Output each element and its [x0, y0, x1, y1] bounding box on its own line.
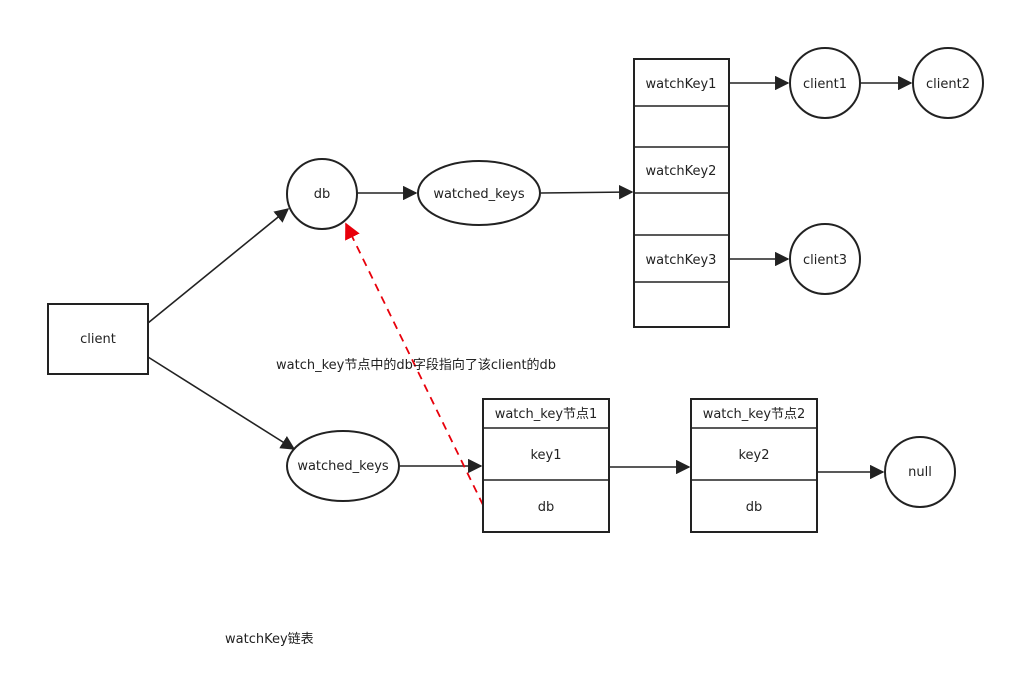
- db-circle: [286, 158, 358, 230]
- db-label: db: [314, 187, 331, 202]
- client-label: client: [80, 332, 116, 347]
- edge-client-watched-keys: [147, 356, 296, 450]
- node-2-db: db: [746, 500, 763, 515]
- null-circle: [884, 436, 956, 508]
- client2-label: client2: [926, 77, 970, 92]
- client3-label: client3: [803, 253, 847, 268]
- watch-key-node-2: [690, 398, 818, 533]
- client3-circle: [789, 223, 861, 295]
- dict-key-watchkey1: watchKey1: [646, 77, 717, 92]
- diagram-caption: watchKey链表: [225, 632, 314, 647]
- node-2-key: key2: [738, 448, 769, 463]
- node-1-key: key1: [530, 448, 561, 463]
- node-1-db: db: [538, 500, 555, 515]
- node-2-title: watch_key节点2: [703, 407, 806, 422]
- db-pointer-annotation: watch_key节点中的db字段指向了该client的db: [276, 357, 556, 373]
- watched-keys-dict-label: watched_keys: [433, 187, 525, 202]
- watched-keys-list-label: watched_keys: [297, 459, 389, 474]
- edge-watched-keys-dict: [540, 184, 634, 200]
- client1-circle: [789, 47, 861, 119]
- edge-client-db: [147, 208, 290, 324]
- dict-key-watchkey2: watchKey2: [646, 164, 717, 179]
- null-label: null: [908, 465, 932, 480]
- watched-keys-dict-ellipse: [417, 160, 541, 226]
- client-box: [47, 303, 149, 375]
- watch-key-node-1: [482, 398, 610, 533]
- client1-label: client1: [803, 77, 847, 92]
- node-1-title: watch_key节点1: [495, 407, 598, 422]
- db-pointer-dashed-arrow: [345, 222, 484, 506]
- watched-keys-list-ellipse: [286, 430, 400, 502]
- dict-key-watchkey3: watchKey3: [646, 253, 717, 268]
- client2-circle: [912, 47, 984, 119]
